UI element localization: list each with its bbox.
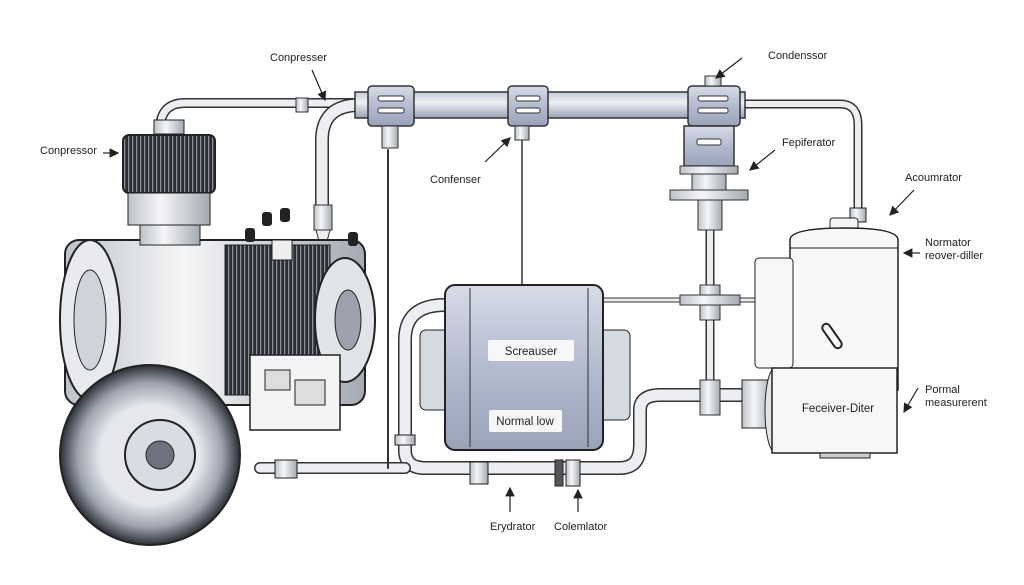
central-cylinder: Screauser Normal low bbox=[419, 284, 631, 451]
accumulator-tank bbox=[754, 207, 899, 391]
receiver-drier: Feceiver-Diter bbox=[741, 367, 898, 459]
label-colemlator: Colemlator bbox=[554, 521, 608, 533]
label-conpresser: Conpresser bbox=[270, 52, 327, 64]
label-pormal-1: Pormal bbox=[925, 384, 960, 396]
label-accumulator: Acoumrator bbox=[905, 172, 962, 184]
component-labels: Conpresser Condenssor Conpressor Confens… bbox=[40, 50, 987, 533]
bottom-fittings bbox=[394, 434, 581, 487]
label-confenser: Confenser bbox=[430, 174, 481, 186]
callout-arrows bbox=[103, 57, 920, 512]
label-erydrator: Erydrator bbox=[490, 521, 536, 533]
normal-low-label: Normal low bbox=[496, 416, 554, 428]
label-normator-1: Normator bbox=[925, 237, 971, 249]
engine-assembly bbox=[59, 239, 376, 546]
receiver-drier-label: Feceiver-Diter bbox=[802, 403, 874, 415]
label-compressor: Conpressor bbox=[40, 145, 97, 157]
compressor-unit bbox=[122, 119, 216, 246]
condenser-manifold bbox=[295, 75, 746, 149]
screauser-label: Screauser bbox=[505, 346, 558, 358]
small-fittings bbox=[245, 208, 358, 261]
label-fepiferator: Fepiferator bbox=[782, 137, 836, 149]
label-condenssor: Condenssor bbox=[768, 50, 828, 62]
label-normator-2: reover-diller bbox=[925, 250, 983, 262]
label-pormal-2: measurerent bbox=[925, 397, 987, 409]
